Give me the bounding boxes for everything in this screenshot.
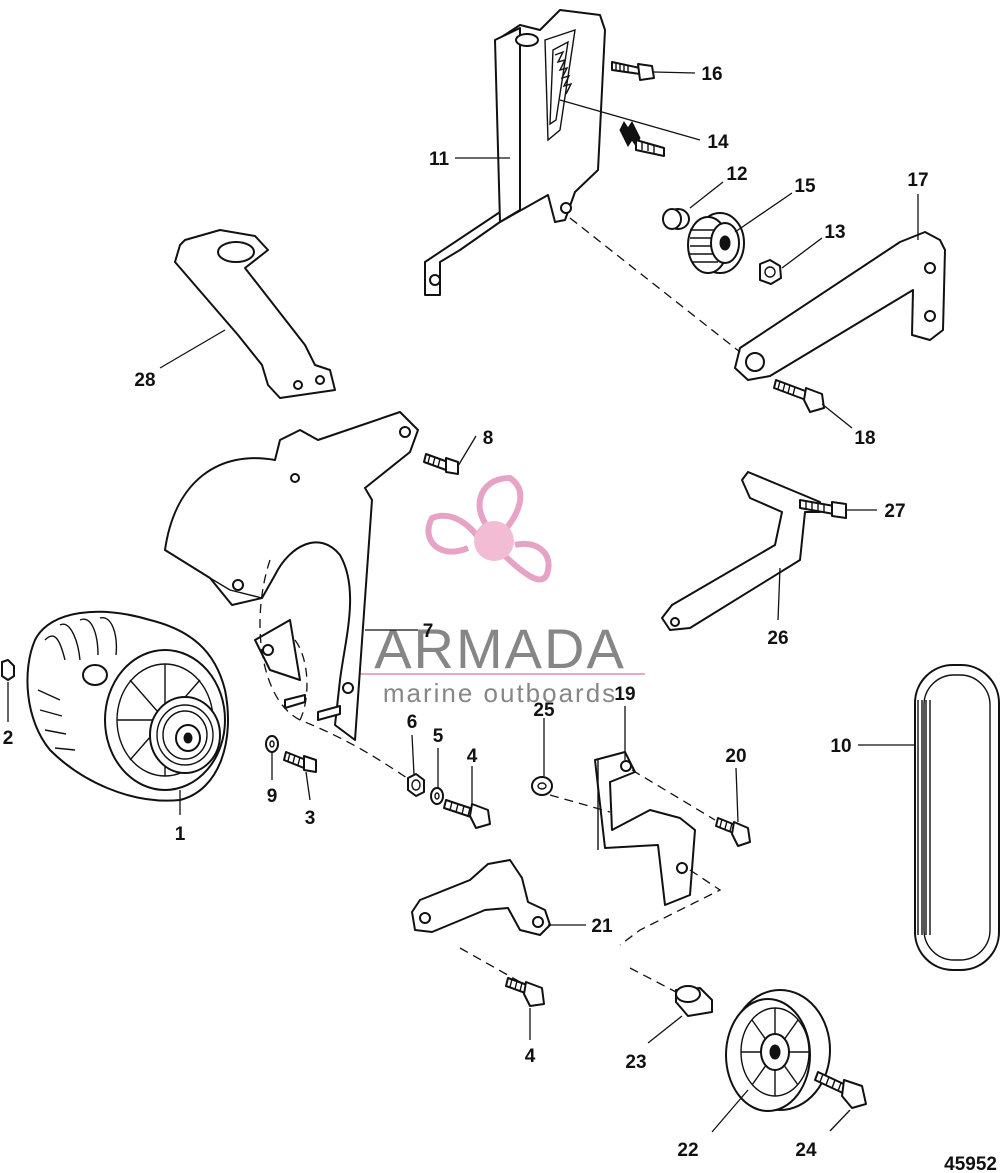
part-bolt-top (611, 61, 655, 81)
part-bolt-8 (423, 453, 459, 475)
watermark: ARMADA marine outboards (360, 474, 645, 708)
callout-15: 15 (794, 176, 816, 197)
callout-24: 24 (795, 1140, 817, 1161)
callout-labels: 1 2 3 4 4 5 6 7 8 9 10 11 12 13 14 15 16… (3, 64, 929, 1161)
callout-12: 12 (726, 164, 747, 185)
callout-7: 7 (423, 621, 434, 642)
part-screw (283, 751, 317, 773)
part-lock-washer (265, 735, 279, 753)
callout-10: 10 (830, 736, 851, 757)
watermark-tagline: marine outboards (383, 678, 617, 708)
callout-6: 6 (407, 712, 418, 733)
callout-18: 18 (854, 428, 875, 449)
callout-21: 21 (591, 916, 613, 937)
part-bolt-lower (814, 1071, 867, 1109)
part-screw-upper (443, 799, 491, 829)
figure-number: 45952 (944, 1154, 997, 1173)
callout-27: 27 (884, 501, 905, 522)
part-nut (1, 659, 15, 681)
part-alternator-bracket (164, 411, 419, 781)
callout-16: 16 (701, 64, 722, 85)
callout-9: 9 (267, 786, 278, 807)
callout-2: 2 (3, 728, 14, 749)
part-washer (430, 787, 444, 805)
part-adjusting-bracket (424, 9, 606, 296)
alignment-dash-top (569, 217, 741, 353)
part-idler-pulley (687, 212, 745, 274)
callout-17: 17 (907, 170, 928, 191)
callout-13: 13 (824, 222, 845, 243)
propeller-logo (425, 474, 552, 583)
part-brace-rod (661, 471, 821, 631)
part-bolt-mount (715, 817, 751, 847)
part-mounting-bracket (549, 751, 722, 946)
callout-19: 19 (614, 684, 635, 705)
watermark-brand: ARMADA (374, 617, 626, 680)
part-idler-pulley-lower (725, 989, 831, 1112)
callout-8: 8 (483, 428, 494, 449)
part-spacer (662, 208, 690, 230)
part-bolt-rod (799, 499, 847, 519)
callout-4-upper: 4 (467, 746, 478, 767)
callout-23: 23 (625, 1052, 646, 1073)
part-spacer-lower (629, 967, 713, 1017)
part-washer-25 (531, 776, 553, 796)
part-strap (411, 859, 551, 983)
callout-3: 3 (305, 808, 316, 829)
callout-26: 26 (767, 628, 788, 649)
part-drive-belt (914, 664, 1000, 971)
callout-5: 5 (433, 726, 444, 747)
callout-28: 28 (134, 370, 155, 391)
callout-20: 20 (725, 746, 746, 767)
part-nut-idler (759, 259, 782, 285)
callout-4-lower: 4 (525, 1046, 536, 1067)
callout-14: 14 (707, 132, 729, 153)
callout-25: 25 (533, 700, 555, 721)
part-alternator (26, 610, 229, 802)
part-nut-small (407, 773, 425, 797)
leader-lines (7, 71, 919, 1133)
callout-1: 1 (175, 824, 186, 845)
part-bolt-toothed (619, 121, 665, 157)
part-screw-lower (505, 977, 545, 1007)
callout-22: 22 (677, 1140, 698, 1161)
part-bolt-brace (773, 379, 825, 413)
callout-11: 11 (429, 149, 450, 170)
part-support-bracket (174, 229, 336, 399)
part-brace (734, 231, 946, 381)
